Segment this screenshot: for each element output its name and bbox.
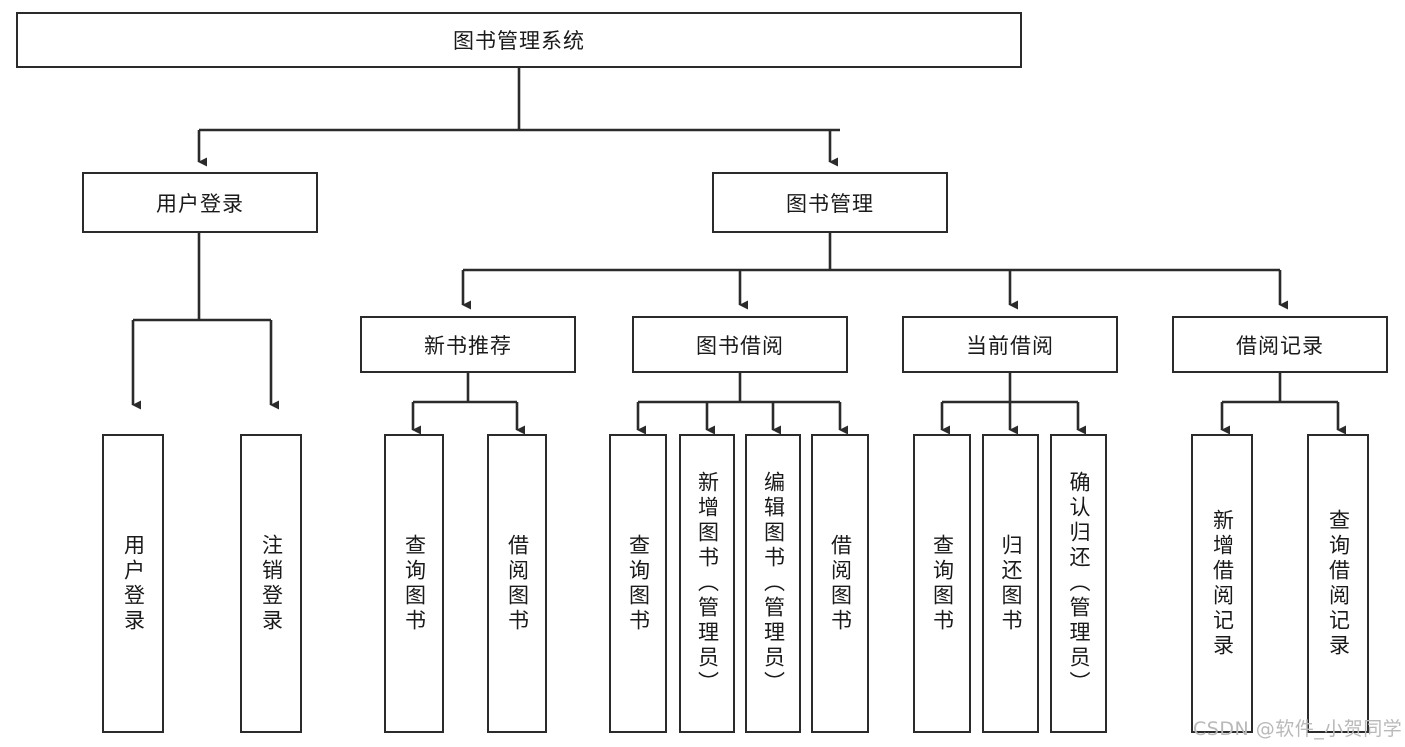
leaf-label: 归还图书 [999, 533, 1023, 634]
node-user-login[interactable]: 用户登录 [82, 172, 318, 233]
connector-current-to-leaves [940, 373, 1086, 435]
leaf-label: 查询借阅记录 [1326, 508, 1351, 659]
leaf-query-books-borrow[interactable]: 查询图书 [609, 434, 667, 733]
leaf-query-books-newbook[interactable]: 查询图书 [384, 434, 444, 733]
leaf-label: 借阅图书 [828, 533, 853, 634]
leaf-user-login[interactable]: 用户登录 [102, 434, 164, 733]
node-book-borrowing[interactable]: 图书借阅 [632, 316, 848, 373]
leaf-query-books-current[interactable]: 查询图书 [913, 434, 971, 733]
leaf-label: 编辑图书（管理员） [761, 471, 786, 696]
leaf-label: 新增借阅记录 [1210, 508, 1235, 659]
leaf-query-borrow-record[interactable]: 查询借阅记录 [1307, 434, 1369, 733]
leaf-label: 查询图书 [626, 533, 651, 634]
node-borrowing-records[interactable]: 借阅记录 [1172, 316, 1388, 373]
leaf-confirm-return-admin[interactable]: 确认归还（管理员） [1050, 434, 1107, 733]
leaf-logout[interactable]: 注销登录 [240, 434, 302, 733]
node-book-management[interactable]: 图书管理 [712, 172, 948, 233]
node-root-system[interactable]: 图书管理系统 [16, 12, 1022, 68]
leaf-label: 借阅图书 [505, 533, 530, 634]
connector-root-to-level2 [197, 68, 840, 167]
connector-userlogin-to-leaves [131, 233, 279, 410]
connector-bookmgmt-to-level3 [461, 233, 1288, 310]
connector-records-to-leaves [1220, 373, 1346, 435]
leaf-return-books[interactable]: 归还图书 [982, 434, 1039, 733]
leaf-label: 确认归还（管理员） [1067, 471, 1091, 696]
leaf-label: 查询图书 [930, 533, 955, 634]
node-current-borrowing[interactable]: 当前借阅 [902, 316, 1118, 373]
leaf-add-book-admin[interactable]: 新增图书（管理员） [679, 434, 735, 733]
connector-newbook-to-leaves [411, 373, 525, 435]
node-new-book-recommendation[interactable]: 新书推荐 [360, 316, 576, 373]
leaf-borrow-books-newbook[interactable]: 借阅图书 [487, 434, 547, 733]
leaf-label: 新增图书（管理员） [695, 471, 720, 696]
watermark-text: CSDN @软件_小贺同学 [1193, 718, 1403, 740]
leaf-label: 查询图书 [402, 533, 427, 634]
connector-borrow-to-leaves [636, 373, 848, 435]
leaf-label: 用户登录 [121, 533, 146, 634]
leaf-label: 注销登录 [259, 533, 284, 634]
leaf-edit-book-admin[interactable]: 编辑图书（管理员） [745, 434, 801, 733]
leaf-borrow-books[interactable]: 借阅图书 [811, 434, 869, 733]
leaf-add-borrow-record[interactable]: 新增借阅记录 [1191, 434, 1253, 733]
